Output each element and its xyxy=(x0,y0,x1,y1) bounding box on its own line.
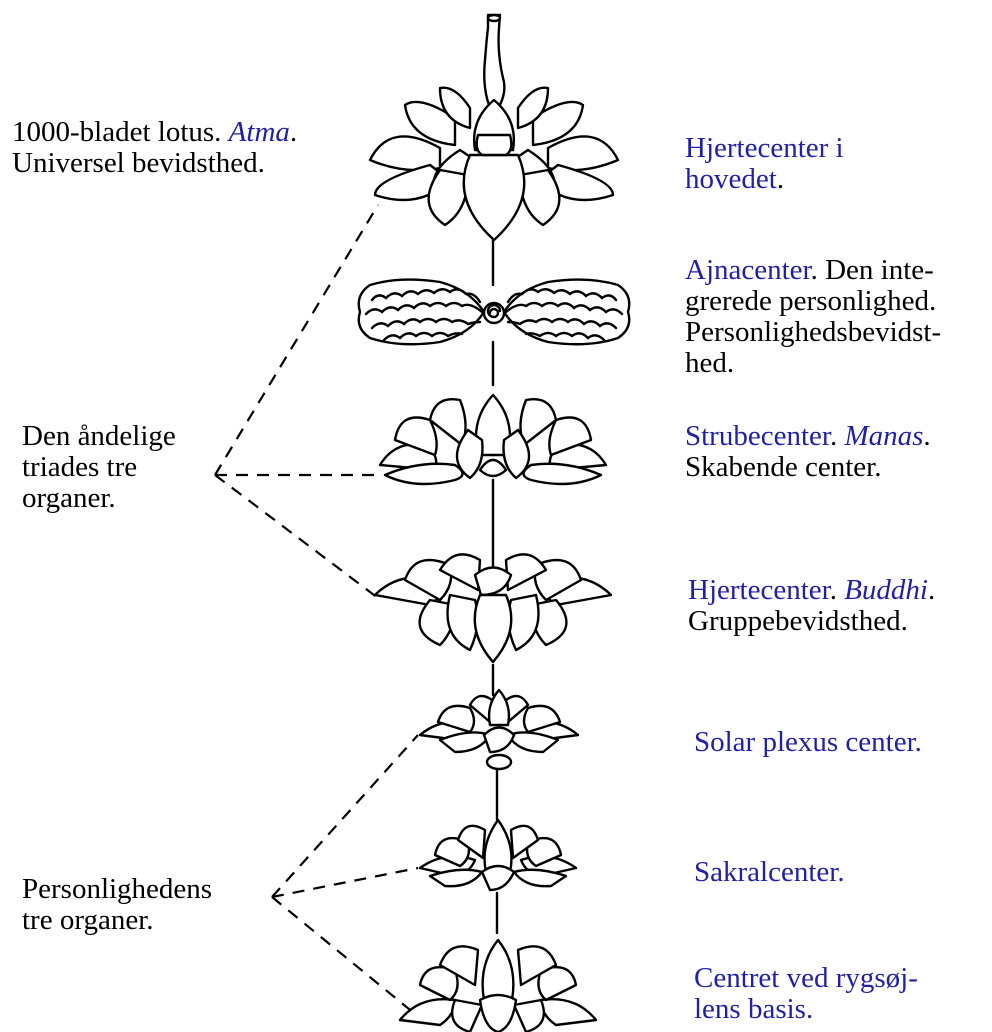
personality-label: Personlighedens tre organer. xyxy=(22,874,212,936)
base-center-line2: lens basis. xyxy=(694,994,918,1025)
base-center-label: Centret ved rygsøj- lens basis. xyxy=(694,963,918,1025)
heart-center-end: . xyxy=(928,574,935,606)
atma-label-suffix: . xyxy=(290,116,297,148)
heart-center-label: Hjertecenter. Buddhi. Gruppebevidsthed. xyxy=(688,575,935,637)
head-center-line1: Hjertecenter i xyxy=(685,133,844,164)
throat-center-label: Strubecenter. Manas. Skabende center. xyxy=(685,421,931,483)
ajna-center-rest: . Den inte- xyxy=(811,254,934,286)
sacral-center-label: Sakralcenter. xyxy=(694,857,845,888)
ajna-center xyxy=(359,280,630,345)
base-lotus xyxy=(400,940,596,1032)
head-center-label: Hjertecenter i hovedet. xyxy=(685,133,844,195)
personality-connector-lines xyxy=(272,735,420,1018)
throat-lotus xyxy=(380,395,606,484)
manas-term: Manas xyxy=(844,420,923,452)
ajna-center-label: Ajnacenter. Den inte- grerede personligh… xyxy=(685,255,941,379)
atma-label-prefix: 1000-bladet lotus. xyxy=(12,116,229,148)
throat-center-name: Strubecenter xyxy=(685,420,830,452)
ajna-center-name: Ajnacenter xyxy=(685,254,811,286)
ajna-center-line3: Personlighedsbevidst- xyxy=(685,317,941,348)
triad-connector-lines xyxy=(215,205,382,598)
throat-center-line2: Skabende center. xyxy=(685,452,931,483)
solar-plexus-label: Solar plexus center. xyxy=(694,727,922,758)
base-center-line1: Centret ved rygsøj- xyxy=(694,963,918,994)
crown-stem xyxy=(484,15,504,110)
head-center-line2-end: . xyxy=(777,163,784,195)
throat-center-end: . xyxy=(923,420,930,452)
triad-label-line2: triades tre xyxy=(22,452,176,483)
buddhi-term: Buddhi xyxy=(844,574,928,606)
throat-center-sep: . xyxy=(830,420,845,452)
triad-label-line3: organer. xyxy=(22,483,176,514)
triad-label: Den åndelige triades tre organer. xyxy=(22,421,176,514)
crown-lotus xyxy=(370,88,618,240)
head-center-line2: hovedet xyxy=(685,163,777,195)
solar-plexus-lotus xyxy=(420,690,578,769)
triad-label-line1: Den åndelige xyxy=(22,421,176,452)
ajna-center-line2: grerede personlighed. xyxy=(685,286,941,317)
heart-lotus xyxy=(375,554,611,662)
heart-center-name: Hjertecenter xyxy=(688,574,830,606)
atma-label: 1000-bladet lotus. Atma. Universel bevid… xyxy=(12,117,297,179)
personality-label-line2: tre organer. xyxy=(22,905,212,936)
atma-label-line2: Universel bevidsthed. xyxy=(12,148,297,179)
heart-center-sep: . xyxy=(830,574,845,606)
personality-label-line1: Personlighedens xyxy=(22,874,212,905)
heart-center-line2: Gruppebevidsthed. xyxy=(688,606,935,637)
atma-term: Atma xyxy=(229,116,290,148)
sacral-lotus xyxy=(420,820,576,890)
ajna-center-line4: hed. xyxy=(685,348,941,379)
